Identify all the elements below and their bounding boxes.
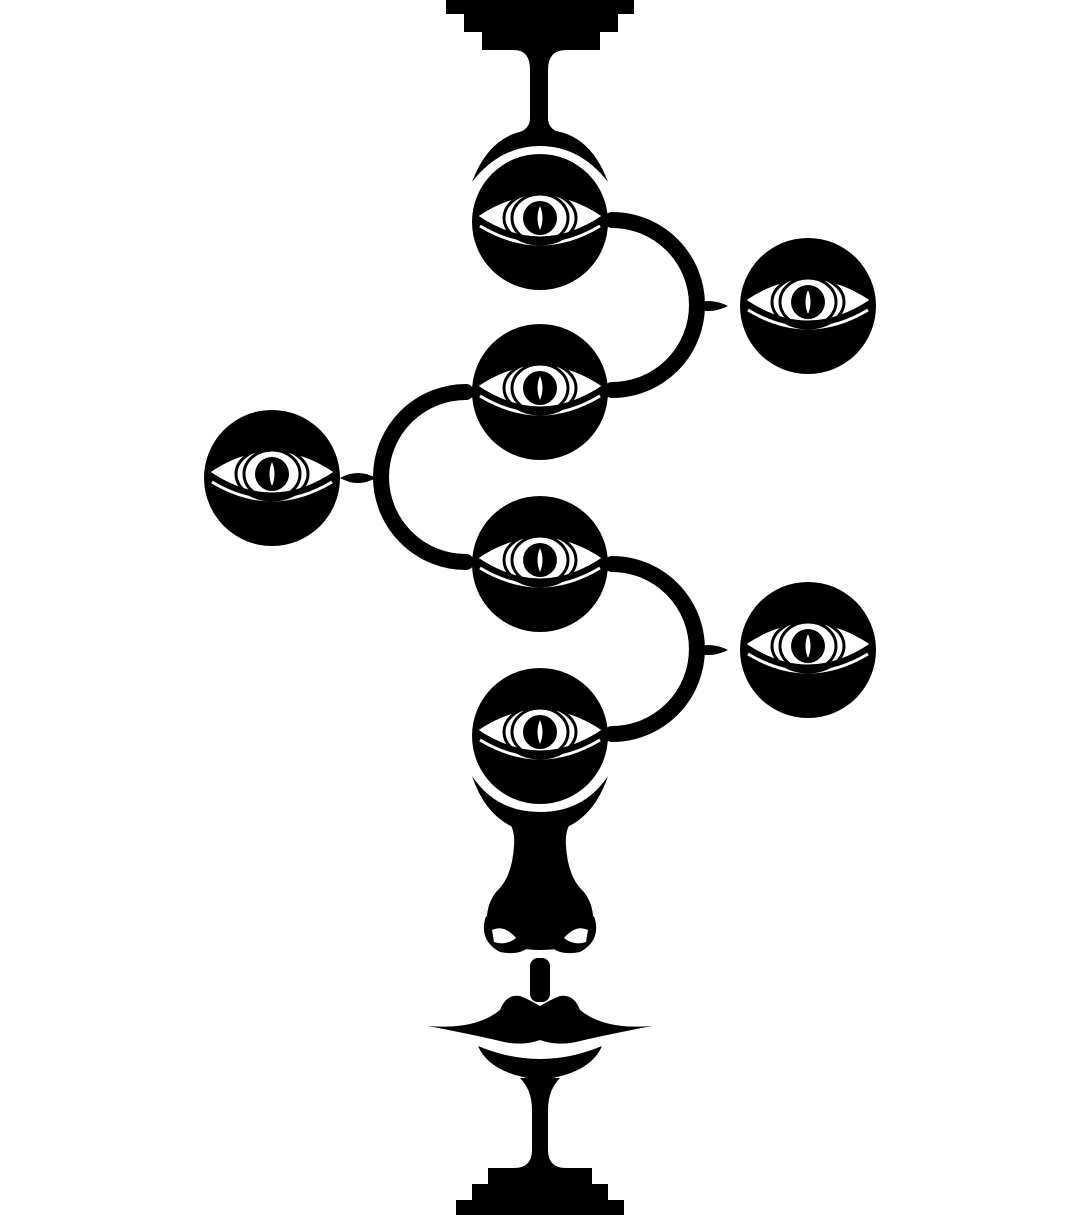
iris-inner-ring [510,192,570,244]
eye-medallion [472,324,608,460]
eye-medallion [204,410,340,546]
philtrum [530,958,550,1002]
upper-crescent [472,776,608,834]
nostril-highlight-right [564,928,588,944]
eye-chain-junctions [340,301,728,655]
iris-inner-ring [510,534,570,586]
iris-inner-ring [242,448,302,500]
upper-lip [428,995,652,1044]
junction-left [340,473,376,483]
pupil-slit [269,462,275,486]
eye-medallion [740,238,876,374]
eyes-layer [204,154,876,804]
iris-outer-ring [234,446,310,502]
pupil-slit [805,634,811,658]
pupil-slit [537,548,543,572]
nostril-left [483,916,530,954]
iris-inner-ring [778,620,838,672]
bottom-pedestal [456,1078,624,1215]
mouth [428,995,652,1080]
iris-inner-ring [510,362,570,414]
nose-bridge [487,812,593,950]
top-pedestal-steps [446,0,634,132]
iris-inner-ring [510,706,570,758]
top-pedestal [446,0,634,182]
nostril-right [550,916,597,954]
pupil-slit [537,376,543,400]
junction-right-lower [690,645,728,655]
iris-outer-ring [502,704,578,760]
pupil-slit [805,290,811,314]
top-crescent [472,129,608,182]
iris-outer-ring [502,190,578,246]
nostril-highlight-left [492,928,516,944]
bottom-pedestal-steps [456,1078,624,1215]
eye-medallion [472,496,608,632]
pupil-slit [537,206,543,230]
iris-outer-ring [770,618,846,674]
pupil-slit [537,720,543,744]
iris-outer-ring [502,532,578,588]
nose [472,776,608,1002]
iris-outer-ring [770,274,846,330]
iris-inner-ring [778,276,838,328]
eye-medallion [740,582,876,718]
eye-medallion [472,668,608,804]
connector-2 [373,384,474,570]
eye-medallion [472,154,608,290]
lower-lip [478,1046,602,1080]
junction-right-upper [690,301,728,311]
iris-outer-ring [502,360,578,416]
